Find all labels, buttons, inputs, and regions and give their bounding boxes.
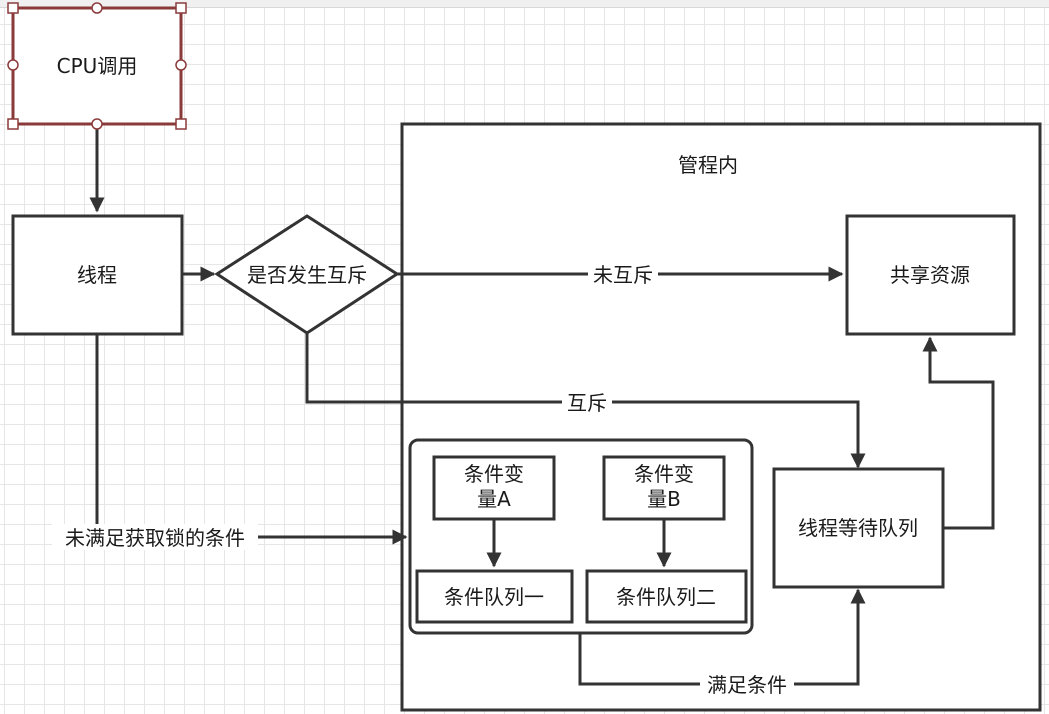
connection-point-bottom[interactable] xyxy=(91,118,103,130)
resize-handle-bottom-left[interactable] xyxy=(7,118,19,130)
condition-variable-b-line2: 量B xyxy=(647,487,681,511)
condition-variable-a-line2: 量A xyxy=(477,487,511,511)
edge-wait-to-shared[interactable] xyxy=(922,336,995,530)
edge-label-no-mutex: 未互斥 xyxy=(593,263,653,287)
resize-handle-top-left[interactable] xyxy=(7,2,19,14)
connection-point-right[interactable] xyxy=(175,59,187,71)
resize-handle-bottom-right[interactable] xyxy=(175,118,187,130)
condition-variable-b-line1: 条件变 xyxy=(634,462,694,486)
thread-node-label: 线程 xyxy=(77,263,117,287)
edge-lock-fail[interactable] xyxy=(95,335,408,545)
condition-variable-b-node[interactable]: 条件变 量B xyxy=(602,455,726,521)
connection-point-top[interactable] xyxy=(91,2,103,14)
edge-label-lock-fail: 未满足获取锁的条件 xyxy=(65,526,245,550)
cpu-node[interactable]: CPU调用 xyxy=(7,2,187,130)
cpu-node-label: CPU调用 xyxy=(57,54,138,78)
edge-label-condition-met: 满足条件 xyxy=(707,673,787,697)
thread-wait-queue-label: 线程等待队列 xyxy=(798,516,918,540)
condition-queue-1-label: 条件队列一 xyxy=(444,585,544,609)
thread-wait-queue-node[interactable]: 线程等待队列 xyxy=(772,467,945,589)
condition-variable-a-line1: 条件变 xyxy=(464,462,524,486)
decision-node[interactable]: 是否发生互斥 xyxy=(214,214,400,335)
shared-resource-label: 共享资源 xyxy=(890,263,970,287)
thread-node[interactable]: 线程 xyxy=(11,214,184,336)
shared-resource-node[interactable]: 共享资源 xyxy=(845,214,1016,336)
monitor-title: 管程内 xyxy=(678,153,738,177)
edge-label-mutex: 互斥 xyxy=(567,391,607,415)
resize-handle-top-right[interactable] xyxy=(175,2,187,14)
top-toolbar-strip xyxy=(0,0,1049,8)
condition-queue-1-node[interactable]: 条件队列一 xyxy=(415,569,574,624)
condition-queue-2-node[interactable]: 条件队列二 xyxy=(585,569,748,624)
connection-point-left[interactable] xyxy=(7,59,19,71)
decision-node-label: 是否发生互斥 xyxy=(247,263,367,287)
condition-queue-2-label: 条件队列二 xyxy=(616,585,716,609)
condition-variable-a-node[interactable]: 条件变 量A xyxy=(432,455,556,521)
